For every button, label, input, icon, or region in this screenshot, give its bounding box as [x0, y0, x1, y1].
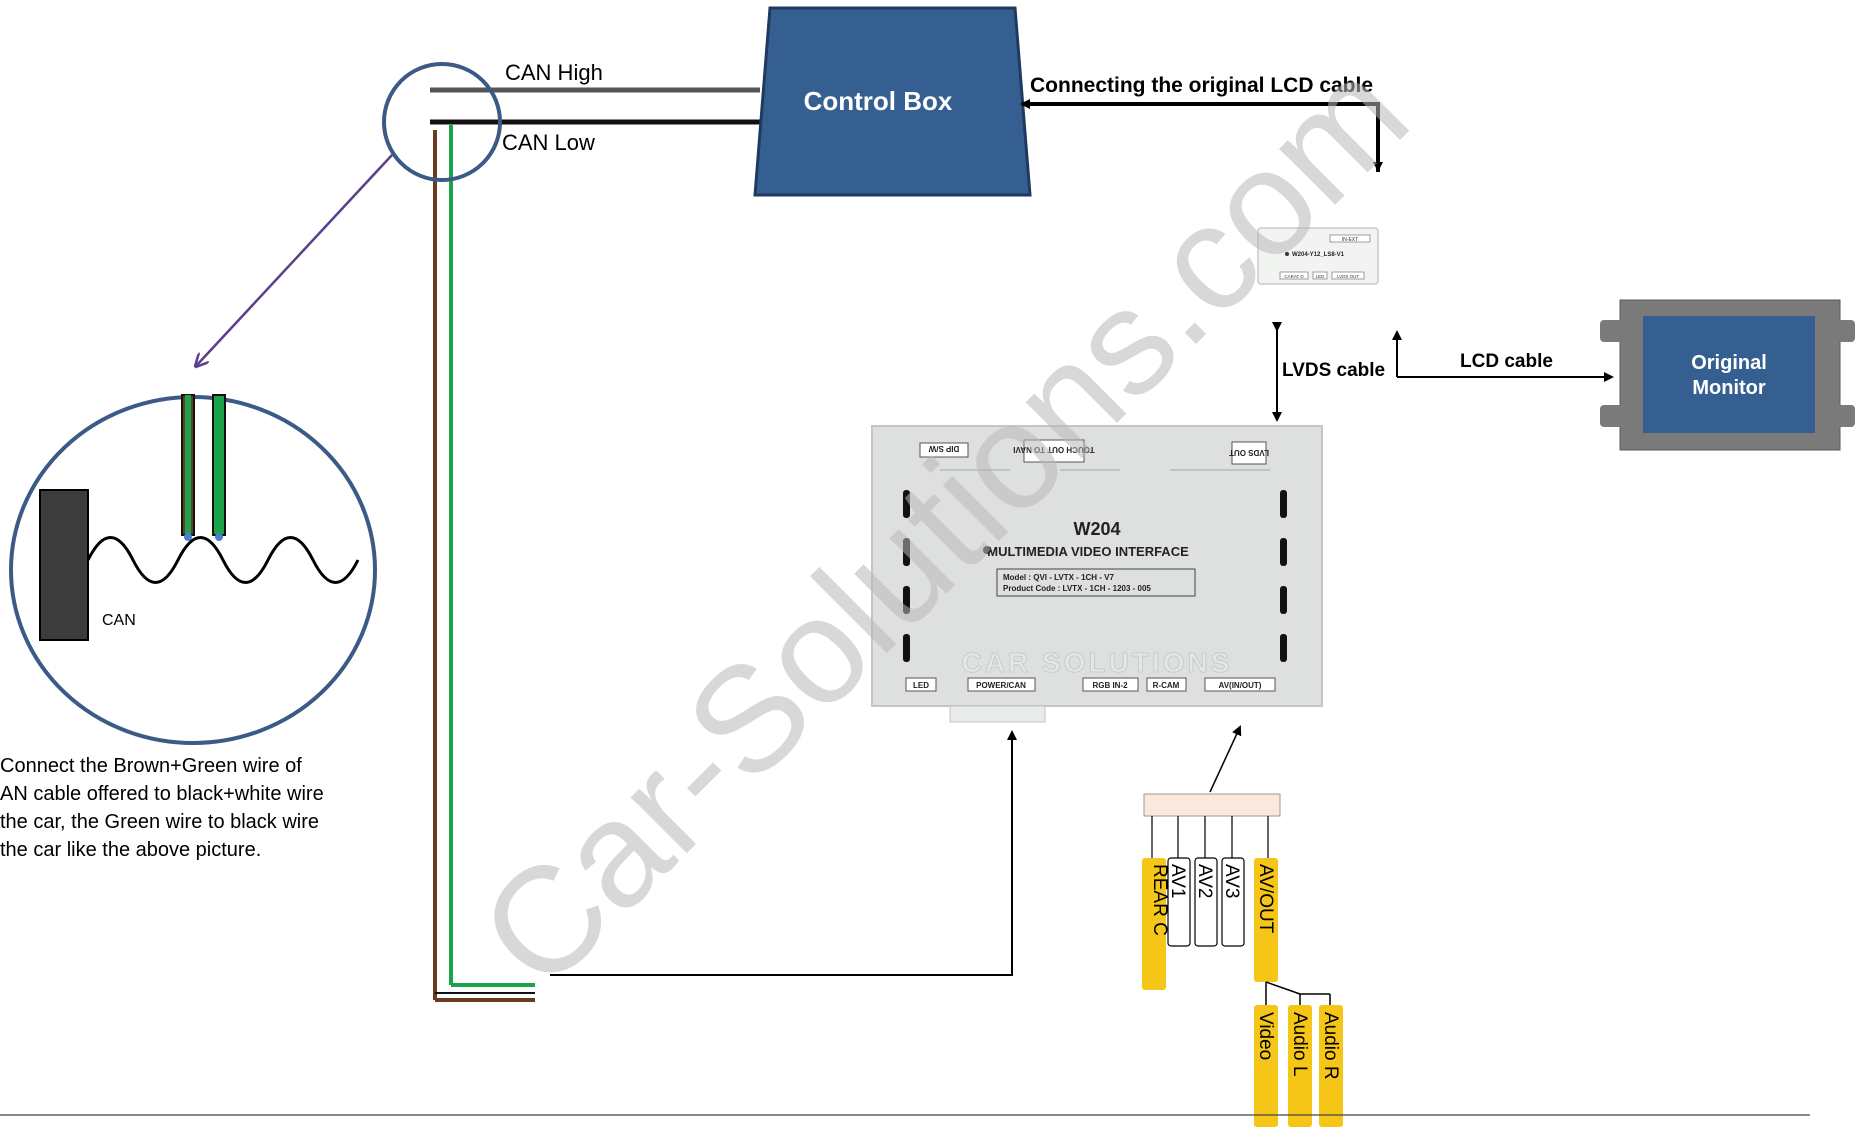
module-title: MULTIMEDIA VIDEO INTERFACE: [987, 544, 1189, 559]
av-label-av-out: AV/OUT: [1255, 864, 1276, 934]
splice-dot-1: [184, 533, 192, 541]
small-module-port-2: LED: [1316, 274, 1326, 279]
detail-arrow: [196, 154, 393, 366]
split-label-video: Video: [1255, 1012, 1276, 1060]
module-model-line: Model : QVI - LVTX - 1CH - V7: [1003, 573, 1115, 582]
small-module-label: W204-Y12_LS8-V1: [1292, 252, 1345, 258]
av-label-av3: AV3: [1221, 864, 1242, 899]
av-connector-av3: AV3: [1221, 857, 1245, 947]
small-module-tag: IN-EXT: [1342, 237, 1358, 243]
module-brand: CAR SOLUTIONS: [962, 647, 1233, 678]
av-label-av1: AV1: [1167, 864, 1188, 899]
av-connector-av1: AV1: [1167, 857, 1191, 947]
av-connector-rear-c: REAR C: [1142, 858, 1170, 990]
split-audio-l: Audio L: [1288, 1005, 1312, 1127]
port-led: LED: [913, 681, 929, 690]
av-harness-arrow: [1209, 725, 1242, 793]
splice-dot-2: [215, 533, 223, 541]
can-to-module-wire: [550, 730, 1017, 976]
av-label-rear-c: REAR C: [1149, 864, 1170, 936]
control-box: [753, 6, 1032, 197]
module-model: W204: [1073, 519, 1120, 539]
instruction-line-2: AN cable offered to black+white wire: [0, 783, 324, 805]
lvds-cable-label: LVDS cable: [1282, 360, 1385, 381]
instruction-line-4: the car like the above picture.: [0, 839, 261, 861]
control-box-label: Control Box: [804, 86, 953, 116]
small-interface-module: IN-EXT W204-Y12_LS8-V1 CARAT D LED LVDS …: [1257, 227, 1379, 285]
can-detail-label: CAN: [102, 612, 136, 629]
original-monitor: Original Monitor: [1600, 299, 1855, 451]
can-high-label: CAN High: [505, 60, 603, 85]
port-rgb-in2: RGB IN-2: [1092, 681, 1128, 690]
can-low-label: CAN Low: [502, 130, 595, 155]
twisted-pair-wire: [86, 536, 360, 584]
split-audio-r: Audio R: [1319, 1005, 1343, 1127]
split-video: Video: [1254, 1005, 1278, 1127]
port-touch-out: TOUCH OUT TO NAVI: [1013, 445, 1094, 454]
instruction-line-1: Connect the Brown+Green wire of: [0, 755, 302, 777]
detail-wire-1-green: [185, 395, 191, 535]
small-module-port-3: LVDS OUT: [1337, 274, 1359, 279]
can-connector-block: [39, 489, 89, 641]
port-av-in-out: AV(IN/OUT): [1219, 681, 1262, 690]
detail-wire-2: [212, 394, 226, 536]
split-label-audio-l: Audio L: [1289, 1012, 1310, 1076]
port-dip-sw: DIP S/W: [928, 444, 959, 453]
instruction-line-3: the car, the Green wire to black wire: [0, 811, 319, 833]
port-power-can: POWER/CAN: [976, 681, 1026, 690]
module-code-line: Product Code : LVTX - 1CH - 1203 - 005: [1003, 584, 1151, 593]
monitor-label-2: Monitor: [1692, 377, 1766, 399]
main-interface-module: DIP S/W TOUCH OUT TO NAVI LVDS OUT W204 …: [871, 425, 1323, 723]
lcd-cable-label: LCD cable: [1460, 351, 1553, 372]
monitor-label-1: Original: [1691, 352, 1767, 374]
port-r-cam: R-CAM: [1153, 681, 1180, 690]
can-splice-circle: [382, 62, 502, 182]
av-harness-bar: [1143, 793, 1281, 817]
lcd-original-label: Connecting the original LCD cable: [1030, 74, 1373, 97]
av-label-av2: AV2: [1194, 864, 1215, 899]
port-lvds-out: LVDS OUT: [1229, 448, 1269, 457]
av-connector-av2: AV2: [1194, 857, 1218, 947]
small-module-port-1: CARAT D: [1284, 274, 1304, 279]
av-connector-av-out: AV/OUT: [1254, 858, 1278, 982]
split-label-audio-r: Audio R: [1320, 1012, 1341, 1080]
